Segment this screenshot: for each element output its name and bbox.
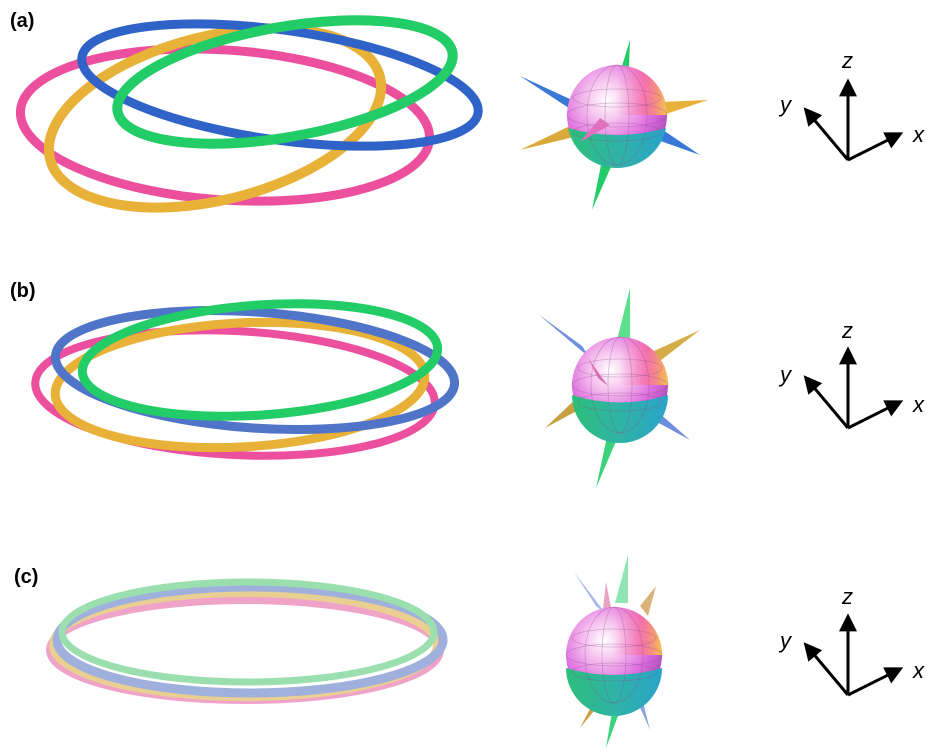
ring-a-green bbox=[112, 15, 458, 149]
ring-c-blue bbox=[52, 582, 448, 698]
sphere-c-right-shade bbox=[614, 607, 662, 655]
axes-b bbox=[803, 346, 904, 430]
sphere-a-bottom-band bbox=[568, 128, 666, 169]
sphere-a-right-shade bbox=[617, 65, 667, 115]
sphere-c-bottom-band bbox=[566, 668, 662, 716]
axes-c bbox=[803, 613, 904, 697]
spin-sphere-a bbox=[520, 40, 708, 210]
spike-c-blue-left bbox=[574, 572, 606, 614]
ring-c-green bbox=[58, 578, 438, 686]
sphere-b-bottom-band bbox=[572, 395, 668, 443]
ring-a-gold bbox=[43, 23, 387, 213]
rings-a bbox=[15, 15, 483, 213]
spike-b-pink-front bbox=[588, 358, 608, 386]
spike-a-gold-right bbox=[660, 100, 708, 116]
spike-b-gold-right bbox=[652, 330, 700, 364]
spike-a-gold-left bbox=[520, 124, 578, 150]
axis-label-y-c: y bbox=[778, 628, 793, 653]
axis-label-z-b: z bbox=[841, 318, 853, 343]
spike-c-gold-right bbox=[640, 586, 656, 616]
axis-label-x-c: x bbox=[912, 658, 925, 683]
axis-label-z-c: z bbox=[841, 584, 853, 609]
axis-label-y-b: y bbox=[778, 362, 793, 387]
axis-label-z-a: z bbox=[841, 48, 853, 73]
spin-sphere-b bbox=[538, 288, 700, 488]
spike-b-blue-left bbox=[538, 314, 590, 358]
panel-label-c: (c) bbox=[14, 566, 39, 588]
axis-label-y-a: y bbox=[778, 92, 793, 117]
panel-label-a: (a) bbox=[10, 10, 35, 32]
axes-a bbox=[803, 78, 904, 162]
sphere-b-right-shade bbox=[620, 337, 668, 385]
spike-a-pink-front bbox=[580, 118, 610, 142]
spike-c-green-top bbox=[615, 555, 628, 603]
spike-b-green-top bbox=[617, 288, 630, 340]
spike-a-blue-left bbox=[520, 76, 578, 114]
panel-label-b: (b) bbox=[10, 280, 36, 302]
spike-b-green-bottom bbox=[596, 432, 620, 488]
axis-label-x-b: x bbox=[912, 392, 925, 417]
rings-c bbox=[46, 578, 448, 704]
spike-a-green-bottom bbox=[592, 160, 614, 210]
ring-b-green bbox=[77, 299, 443, 421]
ring-b-blue bbox=[50, 305, 460, 435]
spin-sphere-c bbox=[565, 555, 663, 748]
axis-label-x-a: x bbox=[912, 122, 925, 147]
rings-b bbox=[31, 299, 460, 460]
